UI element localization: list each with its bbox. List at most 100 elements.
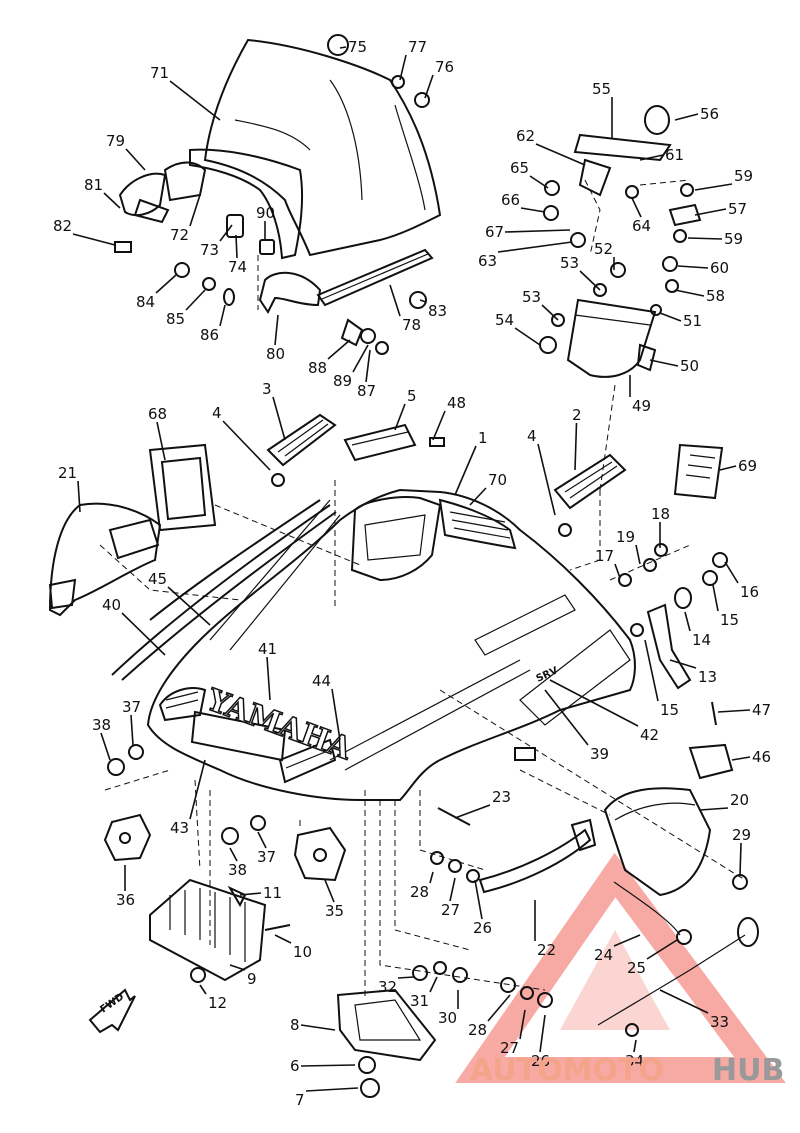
callout-27: 27 (441, 901, 460, 919)
callout-79: 79 (106, 132, 125, 150)
leader-57 (694, 208, 727, 216)
leader-69 (719, 465, 737, 471)
callout-11: 11 (263, 884, 282, 902)
trim-strip (316, 248, 434, 307)
leader-76 (424, 74, 434, 99)
leader-33 (659, 989, 709, 1014)
callout-18: 18 (651, 505, 670, 523)
small-nuts-left (107, 744, 266, 983)
callout-75: 75 (348, 38, 367, 56)
leader-15 (644, 639, 659, 702)
leader-73 (219, 224, 233, 242)
meter-housing (539, 105, 702, 378)
callout-10: 10 (293, 943, 312, 961)
leader-4 (222, 420, 271, 471)
leader-60 (677, 265, 709, 269)
front-bracket-35 (293, 826, 347, 882)
leader-37 (257, 831, 267, 849)
fwd-arrow: FWD (88, 988, 136, 1034)
callout-45: 45 (148, 570, 167, 588)
leader-44 (331, 688, 341, 741)
leader-11 (239, 892, 262, 896)
callout-8: 8 (290, 1016, 300, 1034)
callout-70: 70 (488, 471, 507, 489)
leader-88 (327, 339, 351, 360)
callout-28: 28 (410, 883, 429, 901)
handle (258, 271, 322, 314)
callout-65: 65 (510, 159, 529, 177)
right-hardware (271, 473, 734, 826)
callout-22: 22 (537, 941, 556, 959)
leader-7 (305, 1087, 359, 1092)
leader-34 (633, 1039, 637, 1053)
leader-15 (712, 584, 719, 612)
callout-3: 3 (262, 380, 272, 398)
callout-32: 32 (378, 978, 397, 996)
callout-26: 26 (531, 1052, 550, 1070)
callout-74: 74 (228, 258, 247, 276)
leader-58 (674, 289, 705, 297)
callout-14: 14 (692, 631, 711, 649)
leader-84 (155, 274, 177, 294)
leader-26 (474, 879, 483, 920)
hardware-top-left (174, 34, 430, 355)
callout-13: 13 (698, 668, 717, 686)
leader-74 (235, 234, 238, 259)
callout-58: 58 (706, 287, 725, 305)
callout-4: 4 (212, 404, 222, 422)
callout-69: 69 (738, 457, 757, 475)
callout-48: 48 (447, 394, 466, 412)
leader-70 (469, 487, 487, 506)
leader-53 (579, 270, 601, 291)
callout-27: 27 (500, 1039, 519, 1057)
callout-46: 46 (752, 748, 771, 766)
leader-38 (229, 847, 238, 862)
leader-10 (274, 934, 292, 944)
callout-66: 66 (501, 191, 520, 209)
leader-2 (574, 422, 578, 471)
callout-41: 41 (258, 640, 277, 658)
callout-21: 21 (58, 464, 77, 482)
leader-37 (130, 714, 134, 746)
fwd-label: FWD (98, 991, 126, 1015)
leader-6 (300, 1064, 356, 1067)
leader-83 (419, 299, 427, 303)
callout-87: 87 (357, 382, 376, 400)
callout-35: 35 (325, 902, 344, 920)
leader-75 (339, 46, 347, 49)
watermark-part1: AUTOMOTO (470, 1053, 664, 1088)
callout-68: 68 (148, 405, 167, 423)
leader-26 (539, 1014, 546, 1053)
callout-15: 15 (720, 611, 739, 629)
callout-24: 24 (594, 946, 613, 964)
leader-4 (537, 443, 556, 516)
callout-7: 7 (295, 1091, 305, 1109)
callout-53: 53 (560, 254, 579, 272)
leader-50 (649, 359, 679, 367)
vent-grilles (266, 413, 627, 510)
leader-59 (694, 183, 733, 191)
leader-54 (514, 327, 541, 346)
leader-86 (219, 304, 226, 327)
callout-42: 42 (640, 726, 659, 744)
leader-13 (669, 659, 697, 669)
leader-43 (189, 759, 206, 820)
leader-85 (185, 289, 206, 311)
bottom-tray (336, 988, 437, 1098)
callout-5: 5 (407, 387, 417, 405)
leader-9 (229, 964, 246, 971)
callout-43: 43 (170, 819, 189, 837)
leader-38 (100, 732, 111, 761)
leader-82 (72, 233, 116, 246)
leader-42 (549, 679, 639, 727)
leader-40 (121, 612, 166, 656)
callout-34: 34 (625, 1052, 644, 1070)
callout-9: 9 (247, 970, 257, 988)
callout-84: 84 (136, 293, 155, 311)
leader-61 (639, 154, 664, 161)
strap (478, 818, 597, 894)
callout-59: 59 (724, 230, 743, 248)
gasket-and-plate (148, 443, 724, 532)
callout-15: 15 (660, 701, 679, 719)
